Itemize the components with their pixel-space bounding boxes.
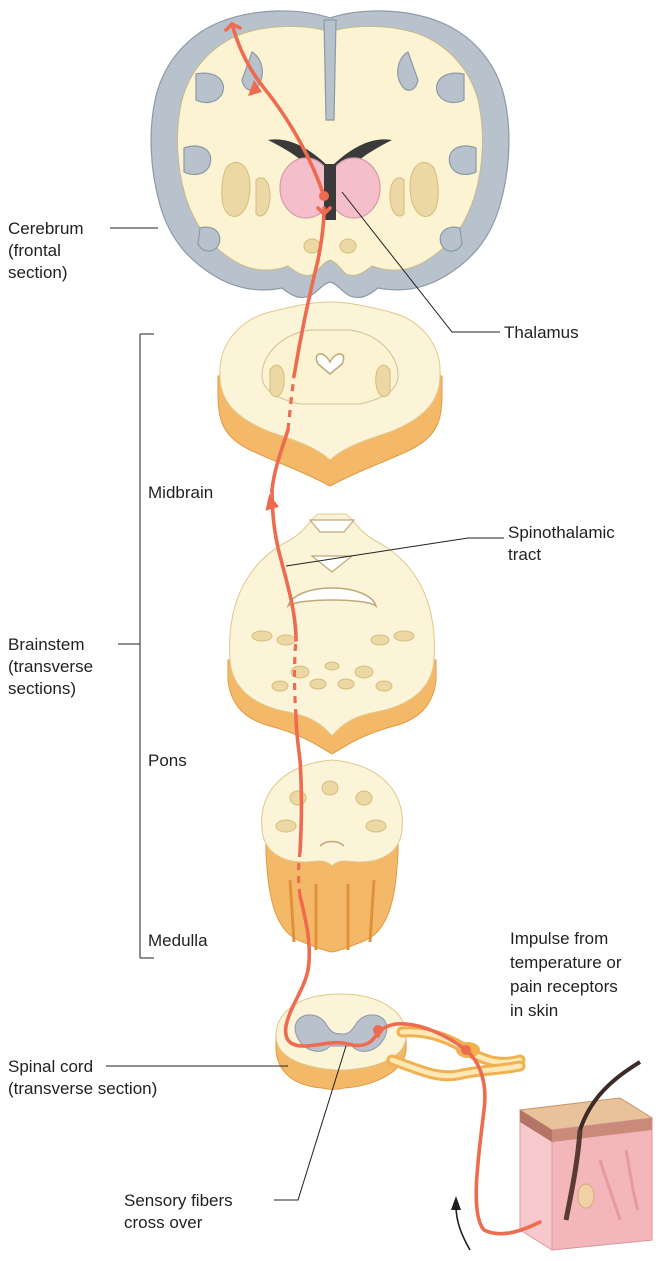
label-pons: Pons (148, 751, 187, 770)
label-spinal-cord: Spinal cord (8, 1057, 93, 1076)
label-midbrain: Midbrain (148, 483, 213, 502)
label-cerebrum-sub2: section) (8, 263, 68, 282)
impulse-direction-arrow (451, 1196, 470, 1250)
label-spinal-cord-sub: (transverse section) (8, 1079, 157, 1098)
cerebrum-section (151, 11, 509, 298)
label-sensory-fibers-sub: cross over (124, 1213, 203, 1232)
label-brainstem: Brainstem (8, 635, 85, 654)
label-medulla: Medulla (148, 931, 208, 950)
label-impulse-3: pain receptors (510, 977, 618, 996)
label-impulse-2: temperature or (510, 953, 622, 972)
label-sensory-fibers: Sensory fibers (124, 1191, 233, 1210)
midbrain-section (218, 302, 442, 486)
label-thalamus: Thalamus (504, 323, 579, 342)
label-spinothalamic-sub: tract (508, 545, 541, 564)
label-spinothalamic: Spinothalamic (508, 523, 615, 542)
label-impulse-4: in skin (510, 1001, 558, 1020)
label-brainstem-sub1: (transverse (8, 657, 93, 676)
medulla-section (262, 760, 403, 952)
label-impulse-1: Impulse from (510, 929, 608, 948)
label-cerebrum: Cerebrum (8, 219, 84, 238)
label-brainstem-sub2: sections) (8, 679, 76, 698)
label-cerebrum-sub1: (frontal (8, 241, 61, 260)
pons-section (228, 514, 436, 754)
